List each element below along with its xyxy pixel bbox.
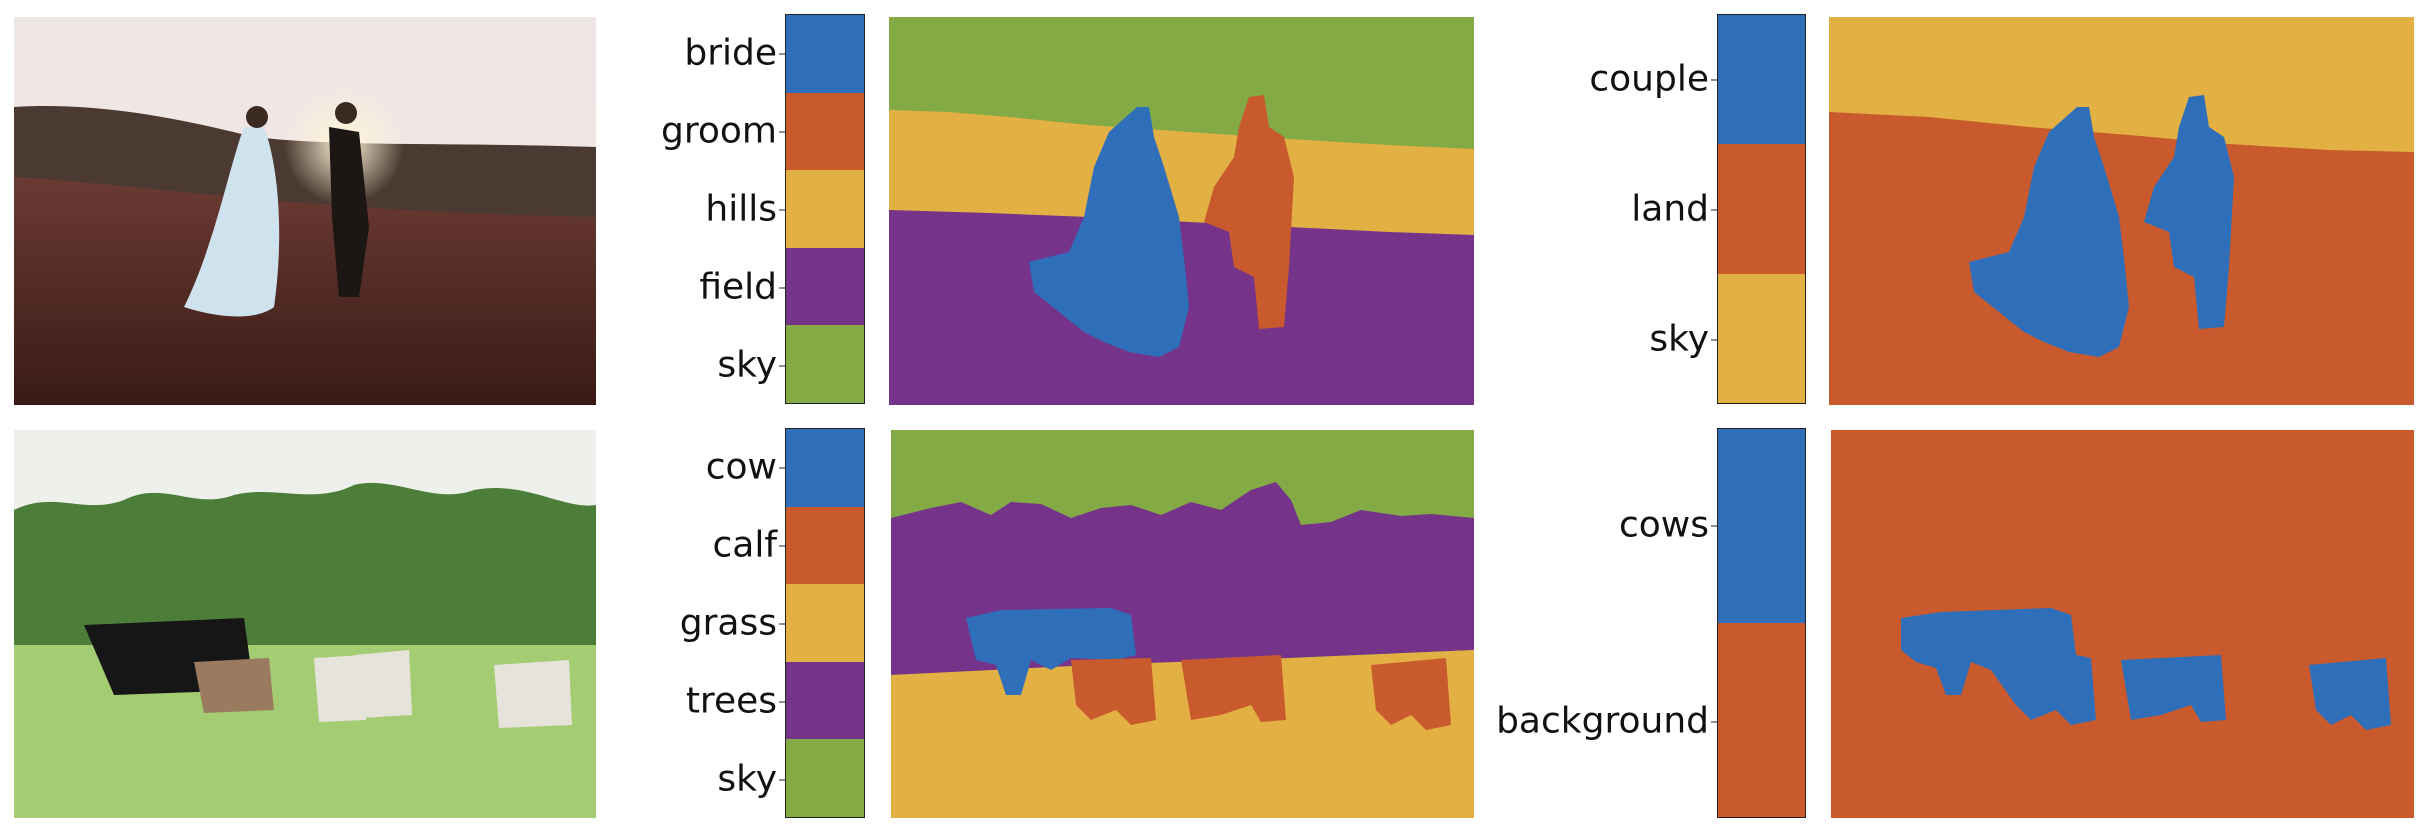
legend-label-field: field xyxy=(699,267,787,308)
swatch-hills xyxy=(786,170,864,248)
legend-label-couple: couple xyxy=(1589,59,1719,100)
fine-legend-labels-row2: cow calf grass trees sky xyxy=(600,428,788,818)
fine-segmentation-row1 xyxy=(889,17,1474,405)
coarse-legend-labels-row2: cows background xyxy=(1480,428,1720,818)
coarse-segmentation-row1 xyxy=(1829,17,2414,405)
legend-label-cows: cows xyxy=(1619,505,1720,546)
swatch-land xyxy=(1718,144,1805,274)
coarse-segmentation-row2 xyxy=(1831,430,2414,818)
legend-label-calf: calf xyxy=(712,525,787,566)
legend-label-sky-2: sky xyxy=(717,759,787,800)
legend-label-groom: groom xyxy=(661,111,787,152)
swatch-groom xyxy=(786,92,864,171)
swatch-cow xyxy=(786,429,864,507)
swatch-calf xyxy=(786,506,864,585)
legend-label-sky: sky xyxy=(717,345,787,386)
coarse-legend-colorbar-row1 xyxy=(1717,14,1806,404)
swatch-sky-2 xyxy=(786,739,864,817)
legend-label-trees: trees xyxy=(686,681,788,722)
swatch-trees xyxy=(786,661,864,740)
fine-segmentation-row2 xyxy=(891,430,1474,818)
fine-legend-labels-row1: bride groom hills field sky xyxy=(600,14,787,404)
fine-legend-colorbar-row1 xyxy=(785,14,865,404)
legend-label-cow: cow xyxy=(706,447,788,488)
legend-label-grass: grass xyxy=(680,603,788,644)
legend-label-sky-coarse: sky xyxy=(1649,319,1719,360)
legend-label-hills: hills xyxy=(705,189,787,230)
swatch-grass xyxy=(786,584,864,662)
legend-label-land: land xyxy=(1631,189,1719,230)
fine-legend-colorbar-row2 xyxy=(785,428,865,818)
swatch-cows xyxy=(1718,429,1805,623)
photo-cows-field xyxy=(14,430,596,818)
coarse-legend-colorbar-row2 xyxy=(1717,428,1806,818)
swatch-bride xyxy=(786,15,864,93)
swatch-sky xyxy=(786,325,864,403)
swatch-couple xyxy=(1718,15,1805,145)
swatch-sky-coarse xyxy=(1718,273,1805,403)
photo-wedding-couple xyxy=(14,17,596,405)
coarse-legend-labels-row1: couple land sky xyxy=(1530,14,1719,404)
legend-label-bride: bride xyxy=(684,33,787,74)
swatch-background xyxy=(1718,623,1805,817)
swatch-field xyxy=(786,247,864,326)
legend-label-background: background xyxy=(1496,701,1719,742)
